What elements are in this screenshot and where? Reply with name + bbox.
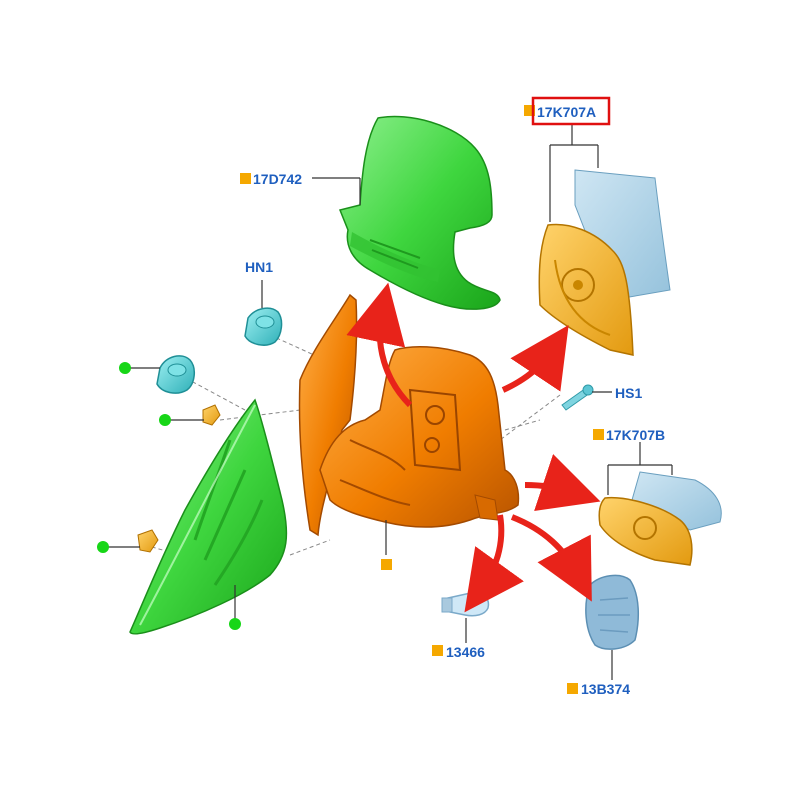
bulb-part-13466 [441,591,490,617]
highlight-box [531,96,611,126]
leader-lines [108,125,673,680]
label-hs1: HS1 [615,385,642,401]
mirror-glass-part-17k707a [538,169,671,356]
label-13b374: 13B374 [581,681,630,697]
orange-markers [240,105,604,694]
mirror-backplate-part [129,398,288,635]
label-17d742: 17D742 [253,171,302,187]
mirror-cover-part [338,115,501,310]
clip-part-lower [137,529,159,553]
disassembly-arrows [346,282,601,613]
lamp-part-13b374 [585,574,640,650]
motor-part-left [156,355,195,394]
label-17k707a: 17K707A [537,104,596,120]
mirror-glass-part-17k707b [598,471,722,566]
clip-part-upper [202,404,221,426]
motor-part-hn1 [244,307,283,346]
label-hn1: HN1 [245,259,273,275]
label-17k707b: 17K707B [606,427,665,443]
screw-part-hs1 [561,384,594,411]
green-markers [97,362,241,630]
label-13466: 13466 [446,644,485,660]
mirror-housing-part [298,293,520,537]
